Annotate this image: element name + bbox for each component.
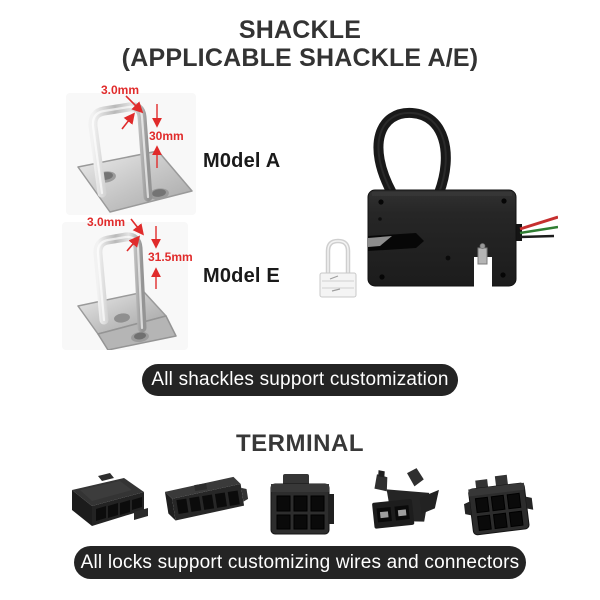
screw: [500, 272, 506, 278]
terminal-connector-3-image: [270, 474, 334, 535]
lock-image: [319, 107, 558, 298]
model-e-diagonal-arrow-icon: [130, 218, 144, 236]
screw: [378, 199, 384, 205]
model-a-shackle-image: [77, 102, 193, 213]
dimension-arrows-overlay: [121, 95, 162, 289]
screw: [379, 274, 385, 280]
screw: [445, 255, 451, 261]
terminal-title: TERMINAL: [236, 430, 364, 457]
latch-tip: [368, 236, 392, 247]
model-a-height-label: 30mm: [149, 129, 184, 143]
terminal-connector-4-image: [371, 468, 439, 529]
model-e-wire-diameter-label: 3.0mm: [87, 215, 126, 229]
black-wire: [519, 234, 555, 239]
wire-sheath: [513, 224, 522, 241]
shackle-banner: All shackles support customization: [142, 364, 458, 396]
model-a-wire-diameter-label: 3.0mm: [101, 83, 140, 97]
latch-pin: [477, 247, 488, 265]
terminal-banner: All locks support customizing wires and …: [74, 546, 526, 579]
model-a-name-label: M0del A: [203, 150, 281, 172]
model-e-inner-arrow-icon: [126, 235, 141, 252]
mini-shackle-image: [319, 238, 357, 298]
screw: [501, 198, 507, 204]
terminal-connector-row: [58, 458, 544, 546]
model-a-diagonal-arrow-icon: [125, 95, 144, 114]
page-title-line1: SHACKLE: [238, 16, 362, 44]
model-e-name-label: M0del E: [203, 265, 280, 287]
terminal-connector-5-image: [464, 474, 534, 536]
red-wire: [519, 215, 558, 231]
terminal-connector-2-image: [164, 476, 248, 521]
page-title: SHACKLE (APPLICABLE SHACKLE A/E): [0, 16, 600, 72]
terminal-connector-1-image: [72, 473, 148, 526]
page-title-line2: (APPLICABLE SHACKLE A/E): [121, 44, 479, 72]
model-e-height-label: 31.5mm: [148, 250, 193, 264]
green-wire: [519, 225, 558, 235]
model-a-inner-arrow-icon: [121, 112, 135, 130]
